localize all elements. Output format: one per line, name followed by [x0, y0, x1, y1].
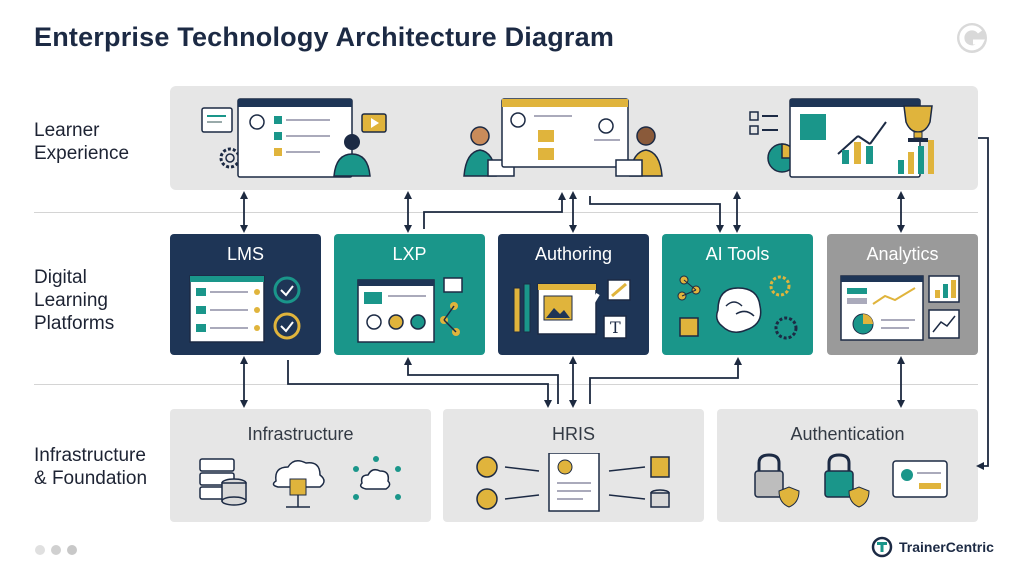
bar-chart-icon [898, 140, 934, 174]
foundation-authentication-title: Authentication [790, 424, 905, 444]
learner-experience-band [170, 86, 978, 190]
platform-lxp[interactable]: LXP [334, 234, 485, 355]
chat-window-icon [201, 107, 233, 133]
platform-analytics-title: Analytics [866, 244, 939, 264]
video-play-icon [361, 113, 387, 133]
svg-text:T: T [610, 318, 621, 337]
person-icon [615, 126, 663, 177]
infrastructure-illustration [199, 456, 401, 508]
platform-ai-tools-title: AI Tools [705, 244, 770, 264]
platform-lxp-title: LXP [392, 244, 427, 264]
server-icon [199, 458, 247, 506]
id-card-icon [892, 460, 948, 498]
browser-window-icon [237, 98, 353, 178]
foundation-hris-title: HRIS [551, 424, 595, 444]
authoring-illustration: T [513, 279, 631, 339]
platform-lms-title: LMS [226, 244, 264, 264]
platform-authoring-title: Authoring [534, 244, 613, 264]
page-title: Enterprise Technology Architecture Diagr… [34, 22, 615, 52]
cloud-database-icon [272, 460, 325, 508]
layer-label-experience: Learner Experience [34, 120, 130, 164]
analytics-illustration [840, 275, 960, 341]
platform-lms[interactable]: LMS [170, 234, 321, 355]
platform-ai-tools[interactable]: AI Tools [662, 234, 813, 355]
lxp-illustration [357, 277, 463, 343]
trophy-icon [903, 105, 933, 142]
layer-label-platforms: Digital Learning Platforms [34, 267, 115, 334]
network-cloud-icon [353, 456, 401, 500]
hris-illustration [476, 453, 670, 512]
checklist-icon [749, 111, 778, 135]
brand-name: TrainerCentric [899, 539, 994, 555]
learner-experience-illustration [201, 98, 934, 178]
foundation-authentication[interactable]: Authentication [717, 409, 978, 522]
foundation-hris[interactable]: HRIS [443, 409, 704, 522]
brand-mark-icon [957, 23, 987, 53]
foundation-infrastructure-title: Infrastructure [247, 424, 354, 444]
pagination-dots [35, 545, 77, 555]
layer-label-infrastructure: Infrastructure & Foundation [34, 445, 148, 489]
foundation-infrastructure[interactable]: Infrastructure [170, 409, 431, 522]
platform-authoring[interactable]: Authoring T [498, 234, 649, 355]
ai-tools-illustration [677, 275, 798, 340]
browser-window-icon [501, 98, 629, 168]
authentication-illustration [754, 453, 948, 508]
lock-icon [754, 453, 800, 508]
lock-icon [824, 453, 870, 508]
platform-analytics[interactable]: Analytics [827, 234, 978, 355]
lms-illustration [189, 275, 301, 343]
person-icon [463, 126, 515, 177]
brand: TrainerCentric [871, 536, 994, 558]
trainercentric-logo-icon [871, 536, 893, 558]
person-icon [333, 134, 371, 177]
